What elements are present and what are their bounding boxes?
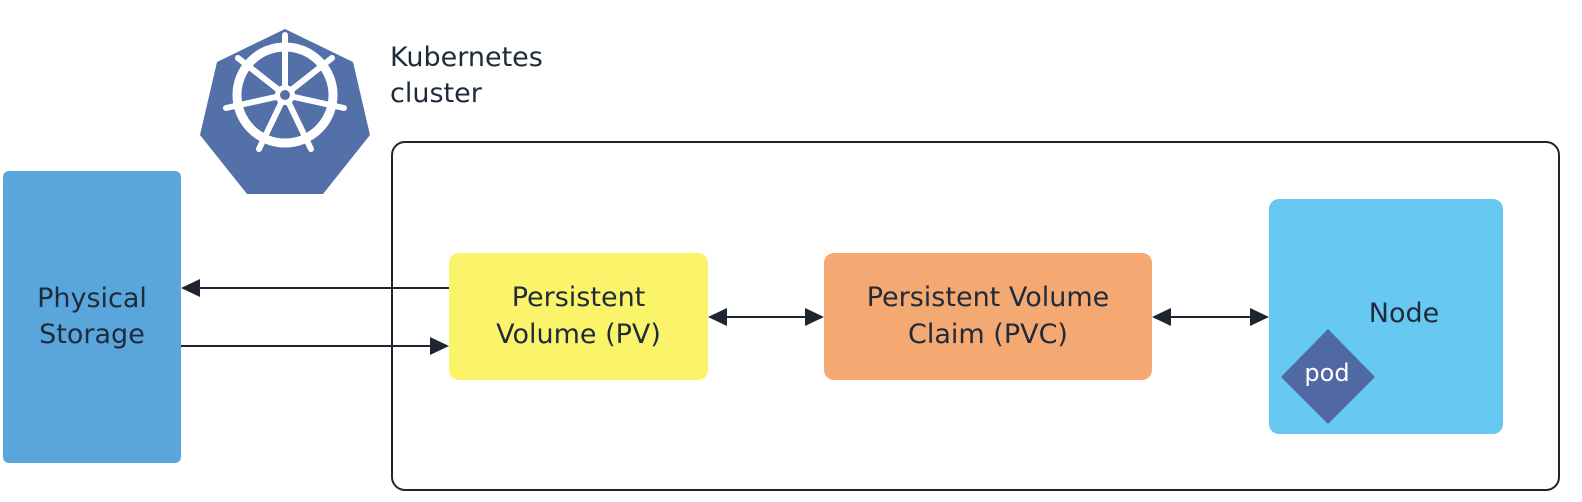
persistent-volume-claim-box: Persistent Volume Claim (PVC): [824, 253, 1152, 380]
cluster-label: Kubernetes cluster: [390, 42, 543, 110]
arrow-pv-pvc: [708, 308, 824, 326]
kubernetes-helm-icon: [200, 29, 370, 194]
node-label: Node: [1368, 298, 1440, 329]
pod-label: pod: [1304, 359, 1350, 387]
arrow-pvc-node: [1152, 308, 1269, 326]
persistent-volume-box: Persistent Volume (PV): [449, 253, 708, 380]
physical-storage-box: Physical Storage: [3, 171, 181, 463]
arrow-pv-to-storage: [181, 279, 449, 297]
cluster-boundary: [391, 141, 1560, 491]
